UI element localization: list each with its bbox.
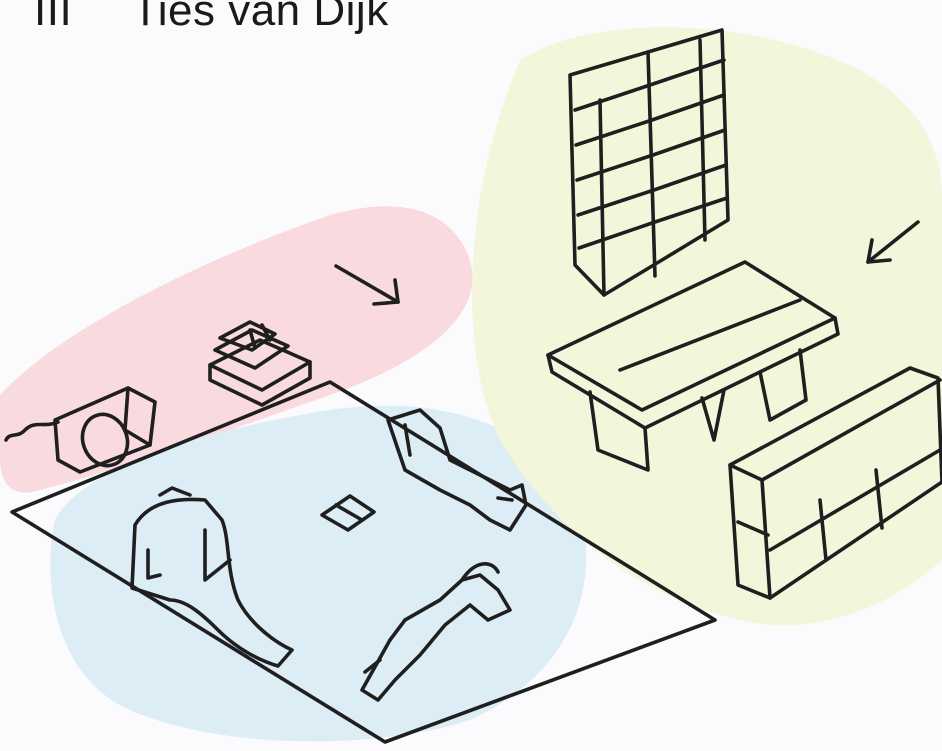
- sketch-canvas: [0, 0, 942, 751]
